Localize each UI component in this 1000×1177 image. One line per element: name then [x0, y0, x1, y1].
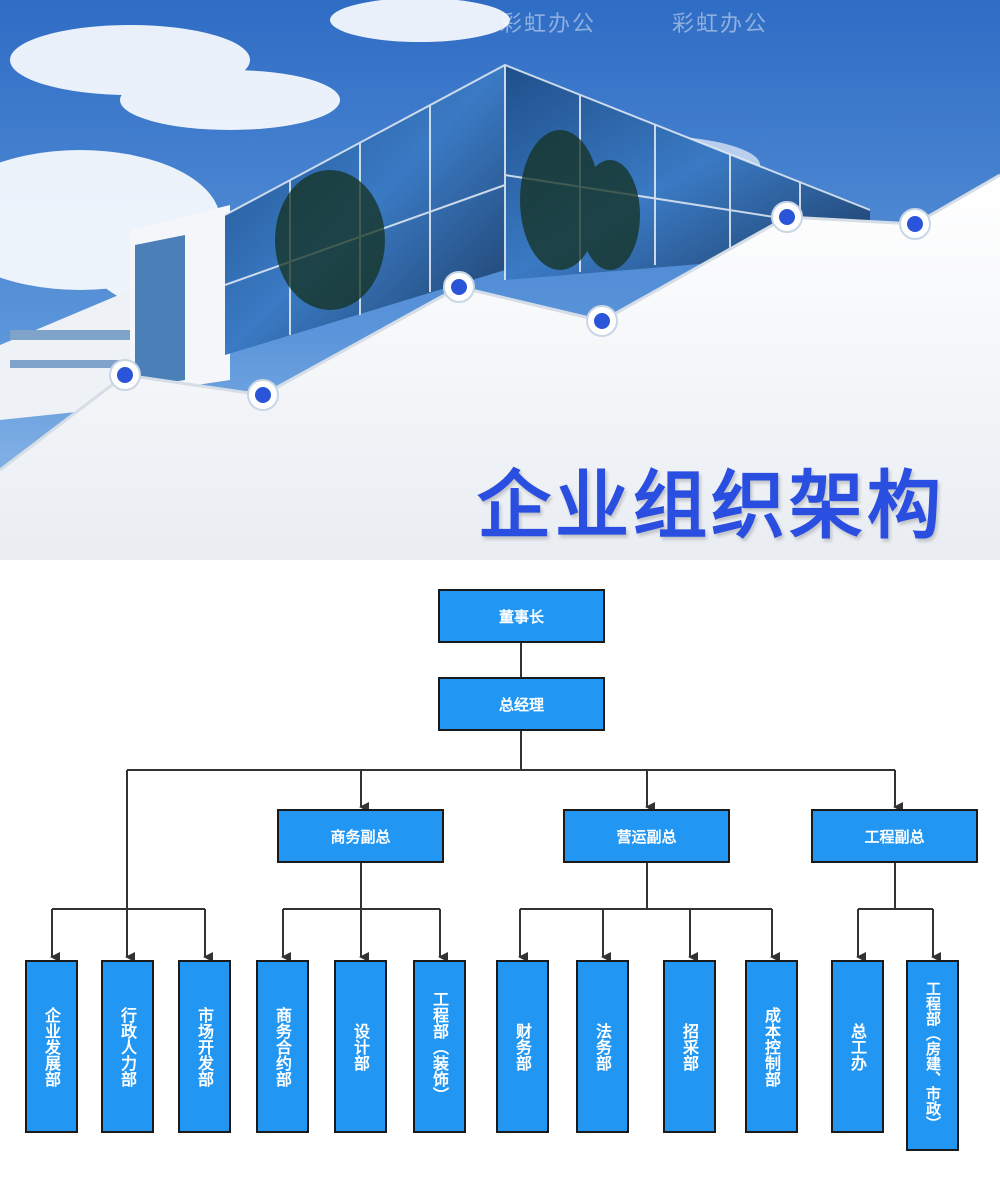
wave-node-icon: [247, 379, 279, 411]
dept-procurement: 招采部: [663, 960, 716, 1133]
banner: 彩虹办公 彩虹办公 企业组织架构: [0, 0, 1000, 560]
org-connectors: [50, 642, 941, 962]
dept-business-contract: 商务合约部: [256, 960, 309, 1133]
dept-legal: 法务部: [576, 960, 629, 1133]
banner-title: 企业组织架构: [477, 463, 945, 549]
wave-nodes: [109, 201, 931, 411]
dept-cost-control: 成本控制部: [745, 960, 798, 1133]
dept-chief-engineer-office: 总工办: [831, 960, 884, 1133]
dept-engineering-decoration: 工程部（装饰）: [413, 960, 466, 1133]
dept-engineering-construction: 工程部（房建、市政）: [906, 960, 959, 1151]
watermark: 彩虹办公: [500, 12, 597, 37]
banner-illustration: [0, 0, 1000, 560]
dept-finance: 财务部: [496, 960, 549, 1133]
dept-market-development: 市场开发部: [178, 960, 231, 1133]
wave-node-icon: [443, 271, 475, 303]
vp-engineering-box: 工程副总: [811, 809, 978, 863]
wave-node-icon: [586, 305, 618, 337]
watermark: 彩虹办公: [672, 12, 769, 37]
wave-node-icon: [109, 359, 141, 391]
dept-enterprise-development: 企业发展部: [25, 960, 78, 1133]
wave-node-icon: [899, 208, 931, 240]
chairman-box: 董事长: [438, 589, 605, 643]
wave-node-icon: [771, 201, 803, 233]
org-chart: 董事长 总经理 商务副总 营运副总 工程副总 企业发展部 行政人力部 市场开发部…: [0, 560, 1000, 1177]
dept-admin-hr: 行政人力部: [101, 960, 154, 1133]
dept-design: 设计部: [334, 960, 387, 1133]
vp-business-box: 商务副总: [277, 809, 444, 863]
general-manager-box: 总经理: [438, 677, 605, 731]
vp-operations-box: 营运副总: [563, 809, 730, 863]
